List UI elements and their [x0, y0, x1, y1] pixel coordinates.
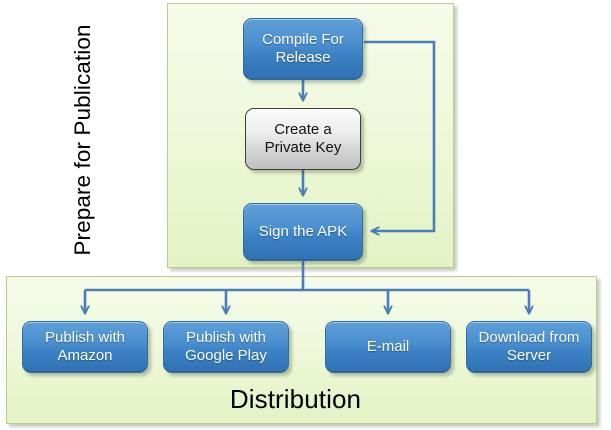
node-label-publish-with-google-play: Publish with Google Play — [185, 329, 267, 364]
node-label-publish-with-amazon: Publish with Amazon — [44, 329, 126, 364]
node-sign-the-apk[interactable]: Sign the APK — [243, 203, 363, 261]
node-label-download-from-server: Download from Server — [478, 329, 580, 364]
node-create-a-private-key[interactable]: Create a Private Key — [245, 108, 361, 170]
node-download-from-server[interactable]: Download from Server — [466, 321, 592, 373]
node-label-email: E-mail — [366, 338, 410, 356]
node-publish-with-google-play[interactable]: Publish with Google Play — [163, 321, 289, 373]
node-label-create-a-private-key: Create a Private Key — [264, 121, 342, 156]
node-email[interactable]: E-mail — [325, 321, 451, 373]
node-compile-for-release[interactable]: Compile For Release — [243, 18, 363, 80]
panel-title-distribution: Distribution — [229, 384, 362, 414]
node-label-sign-the-apk: Sign the APK — [258, 223, 348, 241]
panel-title-prepare-for-publication: Prepare for Publication — [70, 24, 95, 256]
node-label-compile-for-release: Compile For Release — [262, 31, 344, 66]
node-publish-with-amazon[interactable]: Publish with Amazon — [22, 321, 148, 373]
